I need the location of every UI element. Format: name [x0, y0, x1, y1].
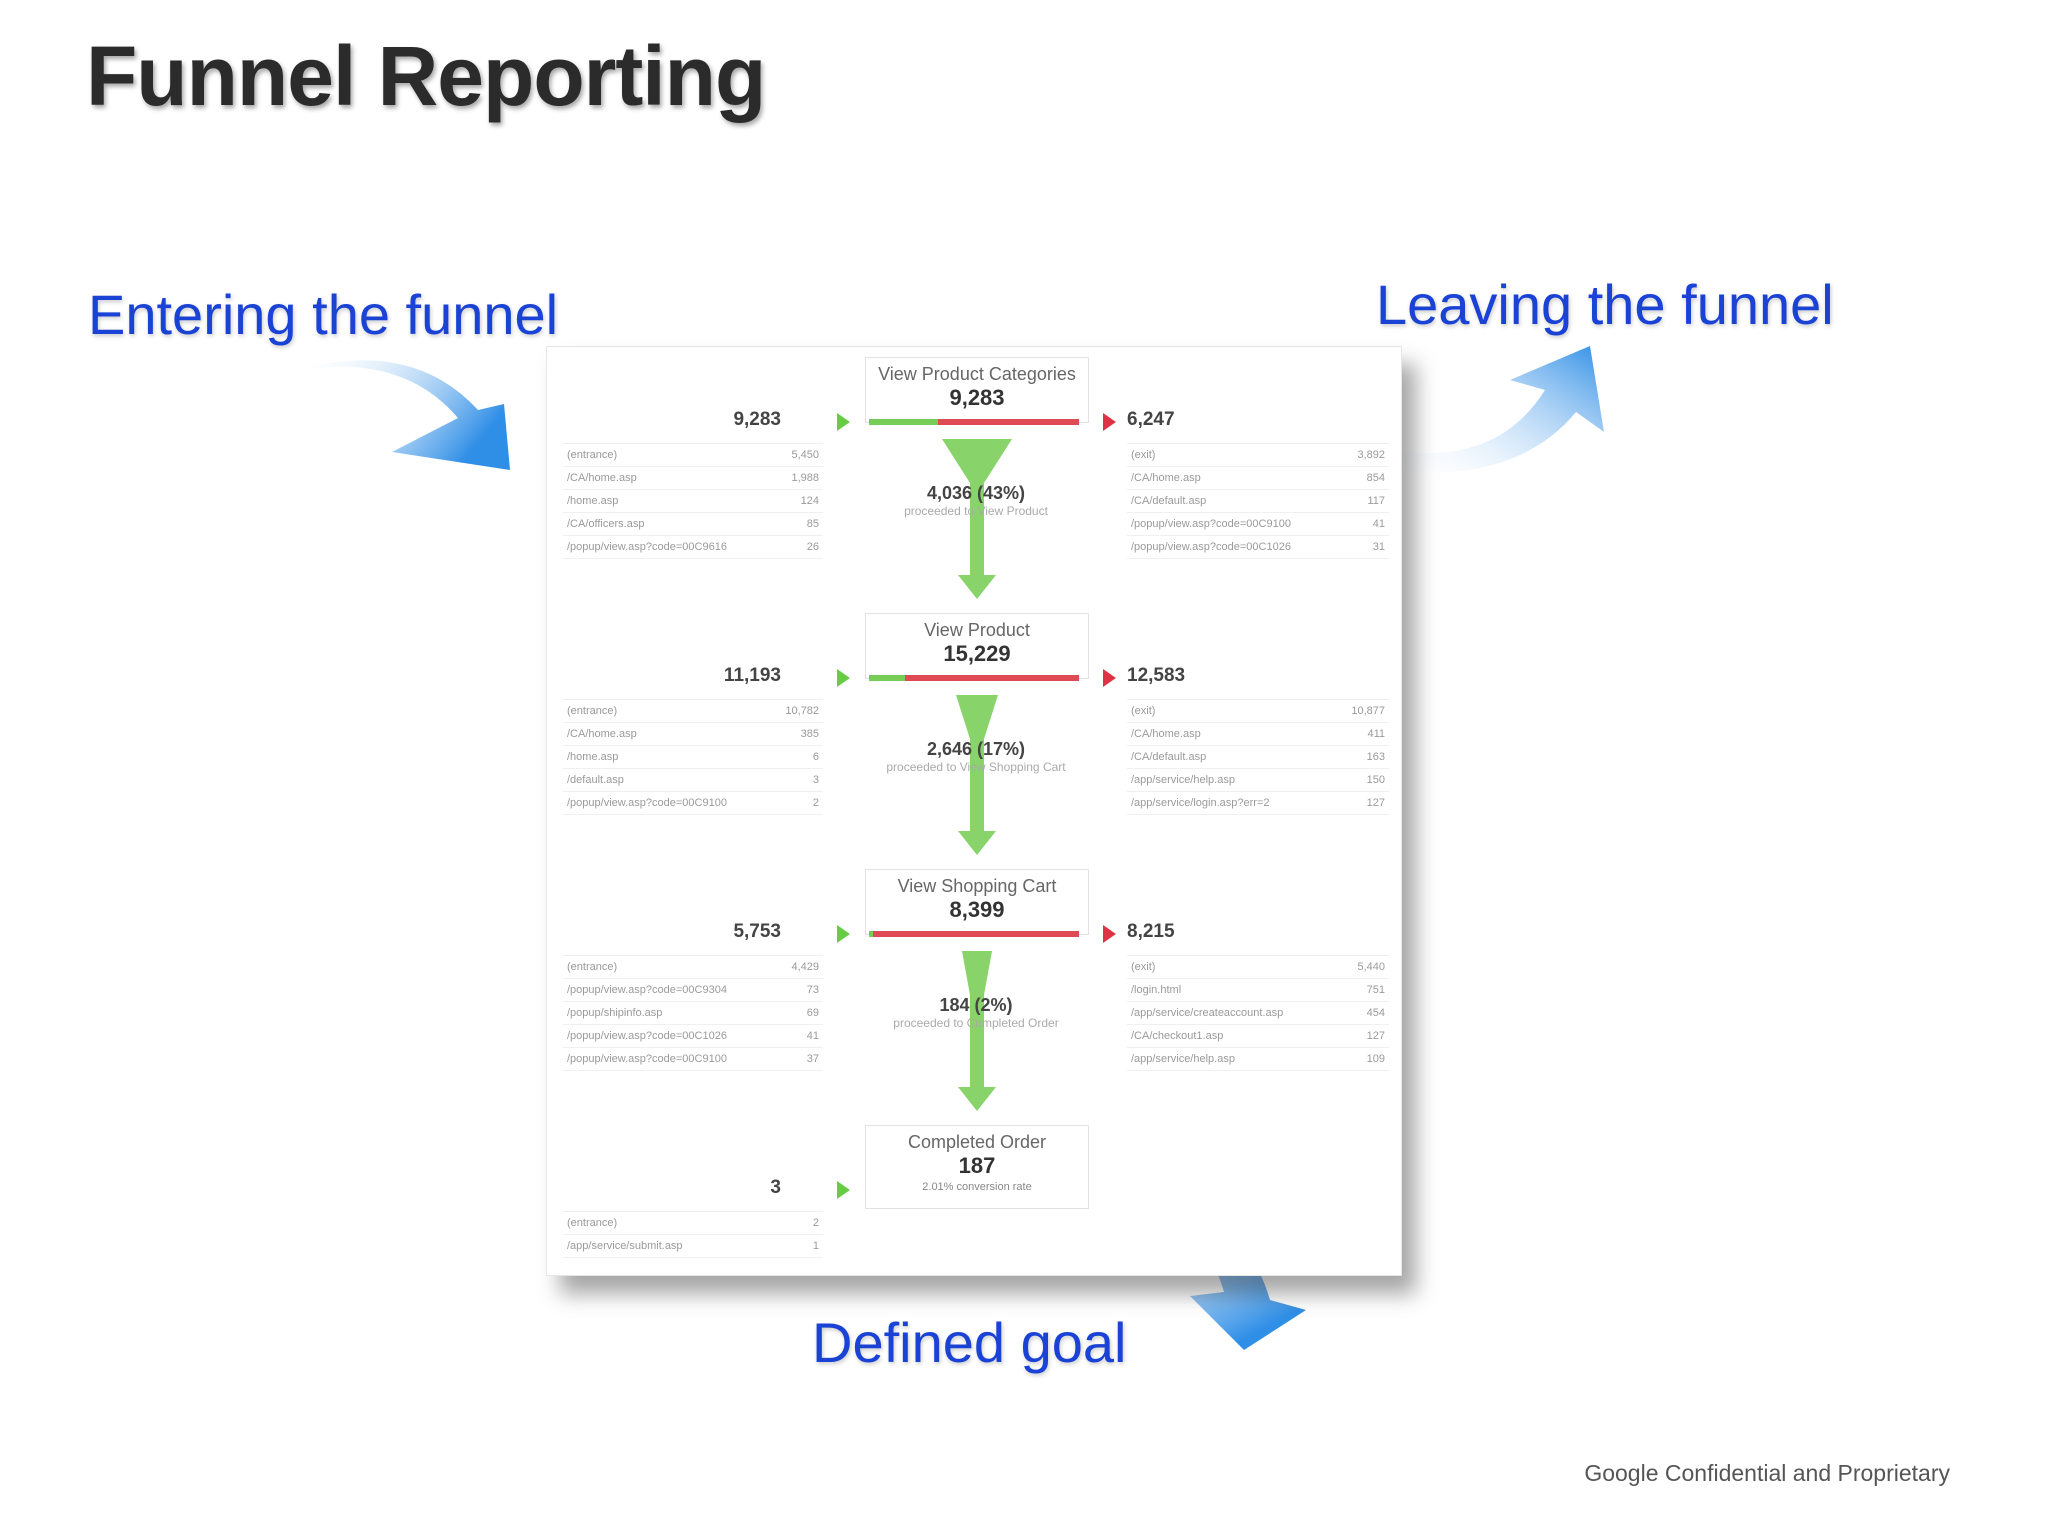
- table-row: (exit)3,892: [1127, 444, 1389, 467]
- entering-arrow-icon: [290, 360, 510, 470]
- entered-count: 11,193: [723, 665, 781, 686]
- funnel-report: View Product Categories 9,283 9,283 6,24…: [546, 346, 1402, 1276]
- proceed-exit-bar: [869, 419, 1079, 425]
- exited-count: 6,247: [1127, 409, 1175, 430]
- entering-funnel-label: Entering the funnel: [88, 283, 559, 346]
- goal-name: Completed Order: [907, 1132, 1047, 1152]
- conversion-rate: 2.01% conversion rate: [922, 1181, 1032, 1193]
- proceeded-label: proceeded to View Shopping Cart: [886, 760, 1066, 774]
- proceed-exit-bar: [869, 931, 1079, 937]
- funnel-flow-icon: [942, 439, 1012, 599]
- proceed-fill: [869, 931, 874, 937]
- entered-count: 9,283: [733, 409, 781, 430]
- page-title: Funnel Reporting: [86, 29, 766, 123]
- entry-arrow-icon: [837, 413, 850, 431]
- table-row: (entrance)5,450: [563, 444, 823, 467]
- funnel-flow-icon: [958, 951, 996, 1111]
- proceed-exit-bar: [869, 675, 1079, 681]
- step-box: View Shopping Cart 8,399: [865, 869, 1089, 935]
- funnel-step: View Product Categories 9,283 9,283 6,24…: [547, 347, 1401, 603]
- proceeded-label: proceeded to Completed Order: [893, 1016, 1059, 1030]
- table-row: (entrance)4,429: [563, 956, 823, 979]
- step-count: 8,399: [949, 897, 1005, 922]
- exit-arrow-icon: [1103, 413, 1116, 431]
- confidential-footer: Google Confidential and Proprietary: [1584, 1460, 1950, 1486]
- leaving-arrow-icon: [1404, 346, 1604, 473]
- entrance-sources-table: (entrance)4,429 /popup/view.asp?code=00C…: [563, 955, 823, 1071]
- step-box: View Product 15,229: [865, 613, 1089, 679]
- step-name: View Product: [924, 620, 1030, 640]
- entry-arrow-icon: [837, 925, 850, 943]
- defined-goal-label: Defined goal: [812, 1311, 1127, 1374]
- proceeded-summary: 2,646 (17%) proceeded to View Shopping C…: [865, 739, 1087, 774]
- proceed-fill: [869, 675, 905, 681]
- proceeded-summary: 4,036 (43%) proceeded to View Product: [865, 483, 1087, 518]
- exited-count: 12,583: [1127, 665, 1186, 686]
- funnel-goal-step: Completed Order 187 2.01% conversion rat…: [547, 1115, 1401, 1371]
- proceeded-summary: 184 (2%) proceeded to Completed Order: [865, 995, 1087, 1030]
- entry-arrow-icon: [837, 1181, 850, 1199]
- goal-box: Completed Order 187 2.01% conversion rat…: [865, 1125, 1089, 1209]
- goal-arrow-icon: [1100, 1170, 1306, 1350]
- step-name: View Product Categories: [878, 364, 1076, 384]
- exit-arrow-icon: [1103, 669, 1116, 687]
- table-row: (entrance)2: [563, 1212, 823, 1235]
- table-row: (exit)5,440: [1127, 956, 1389, 979]
- step-count: 15,229: [943, 641, 1011, 666]
- entry-arrow-icon: [837, 669, 850, 687]
- step-box: View Product Categories 9,283: [865, 357, 1089, 423]
- table-row: (entrance)10,782: [563, 700, 823, 723]
- leaving-funnel-label: Leaving the funnel: [1376, 273, 1834, 336]
- exited-count: 8,215: [1127, 921, 1175, 942]
- entered-count: 3: [770, 1177, 781, 1198]
- funnel-step: View Product 15,229 11,193 12,583 (entra…: [547, 603, 1401, 859]
- goal-count: 187: [958, 1153, 996, 1178]
- proceeded-count: 4,036 (43%): [926, 483, 1026, 503]
- proceeded-count: 2,646 (17%): [926, 739, 1026, 759]
- funnel-step: View Shopping Cart 8,399 5,753 8,215 (en…: [547, 859, 1401, 1115]
- proceeded-count: 184 (2%): [939, 995, 1013, 1015]
- proceeded-label: proceeded to View Product: [904, 504, 1048, 518]
- step-count: 9,283: [949, 385, 1005, 410]
- proceed-fill: [869, 419, 939, 425]
- exit-arrow-icon: [1103, 925, 1116, 943]
- table-row: (exit)10,877: [1127, 700, 1389, 723]
- step-name: View Shopping Cart: [897, 876, 1057, 896]
- funnel-flow-icon: [956, 695, 998, 855]
- entered-count: 5,753: [733, 921, 781, 942]
